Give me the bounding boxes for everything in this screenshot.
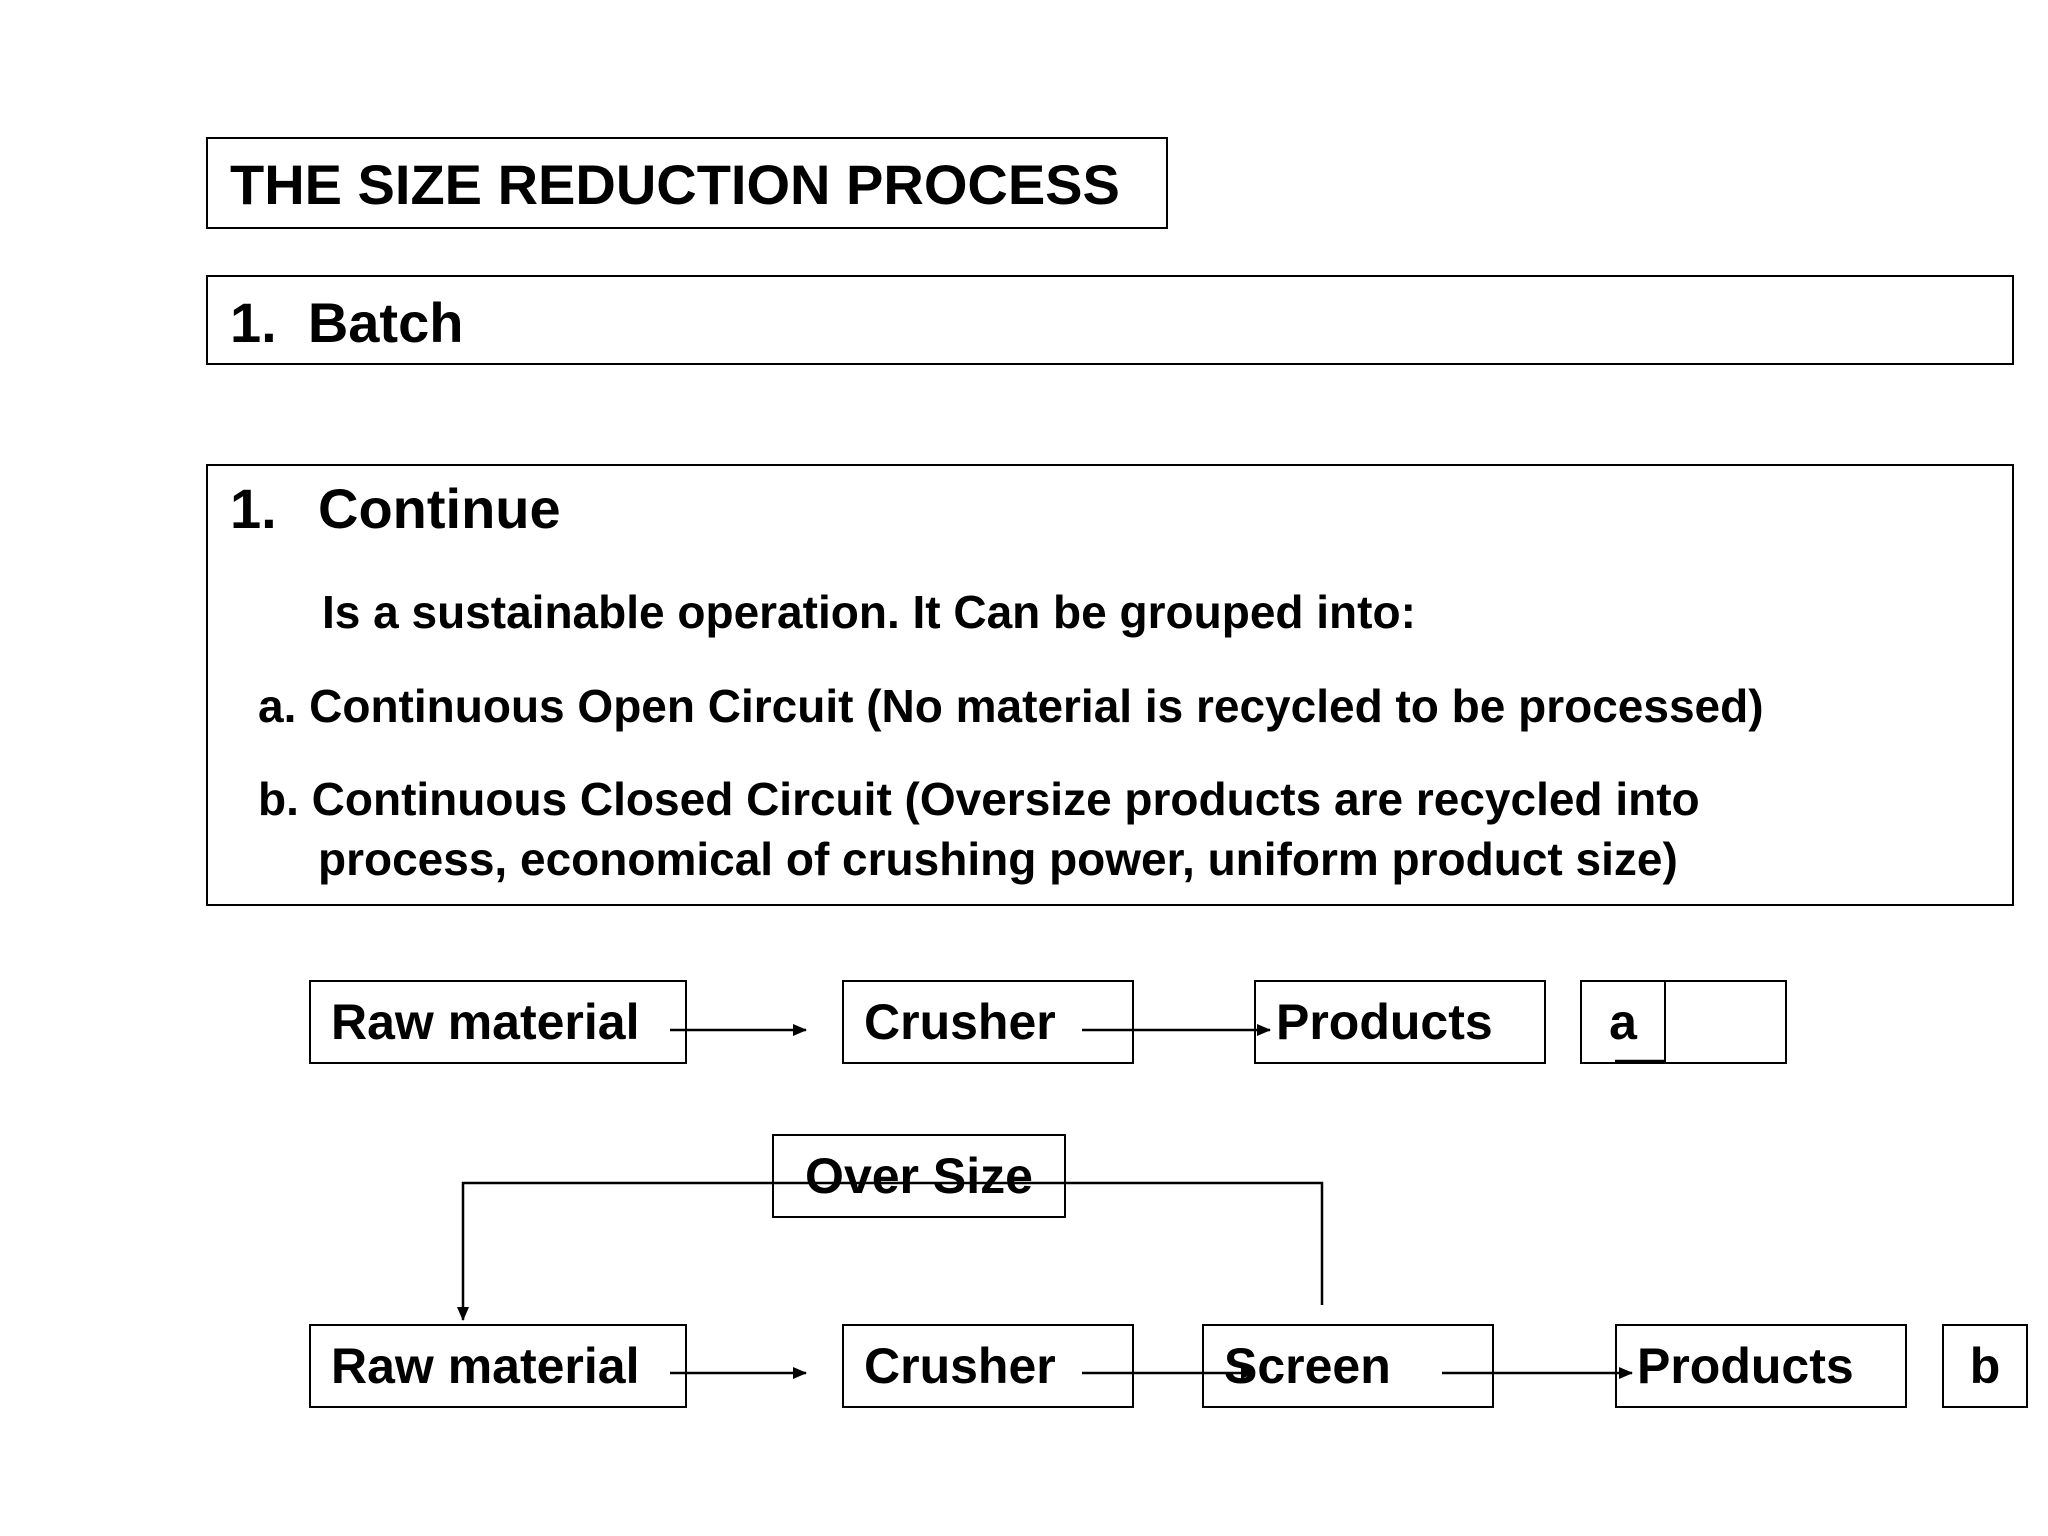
continue-intro: Is a sustainable operation. It Can be gr…: [322, 586, 1416, 638]
diagram-b-tag-box: b: [1942, 1324, 2028, 1408]
diagram-a-products-label: Products: [1276, 994, 1493, 1050]
diagram-b-oversize-label: Over Size: [805, 1148, 1033, 1204]
continue-item-b-line1: b. Continuous Closed Circuit (Oversize p…: [258, 773, 1700, 825]
continue-number: 1.: [230, 477, 277, 540]
batch-heading: 1. Batch: [230, 291, 463, 355]
diagram-b-products-label: Products: [1637, 1338, 1854, 1394]
diagram-b-oversize-node: Over Size: [772, 1134, 1066, 1218]
diagram-a-raw-material-label: Raw material: [331, 994, 640, 1050]
diagram-b-products-node: Products: [1615, 1324, 1907, 1408]
diagram-a-crusher-node: Crusher: [842, 980, 1134, 1064]
page-title: THE SIZE REDUCTION PROCESS: [230, 153, 1120, 216]
diagram-a-raw-material-node: Raw material: [309, 980, 687, 1064]
diagram-a-products-node: Products: [1254, 980, 1546, 1064]
diagram-a-tag-box: a: [1580, 980, 1666, 1064]
continue-item-a: a. Continuous Open Circuit (No material …: [258, 680, 1764, 732]
diagram-a-tag-label: a: [1609, 994, 1637, 1050]
batch-number: 1.: [230, 291, 277, 354]
diagram-b-crusher-node: Crusher: [842, 1324, 1134, 1408]
diagram-b-screen-label: Screen: [1224, 1338, 1391, 1394]
diagram-b-screen-node: Screen: [1202, 1324, 1494, 1408]
title-box: THE SIZE REDUCTION PROCESS: [206, 137, 1168, 229]
diagram-b-tag-label: b: [1969, 1338, 2001, 1394]
diagram-b-crusher-label: Crusher: [864, 1338, 1056, 1394]
continue-box: 1. Continue Is a sustainable operation. I…: [206, 464, 2014, 906]
batch-label: Batch: [307, 291, 464, 354]
diagram-b-raw-material-label: Raw material: [331, 1338, 640, 1394]
batch-box: 1. Batch: [206, 275, 2014, 365]
continue-item-b-line2: process, economical of crushing power, u…: [318, 833, 1678, 885]
diagram-b-raw-material-node: Raw material: [309, 1324, 687, 1408]
continue-label: Continue: [318, 477, 561, 540]
diagram-a-crusher-label: Crusher: [864, 994, 1056, 1050]
continue-heading: 1. Continue: [230, 476, 561, 542]
